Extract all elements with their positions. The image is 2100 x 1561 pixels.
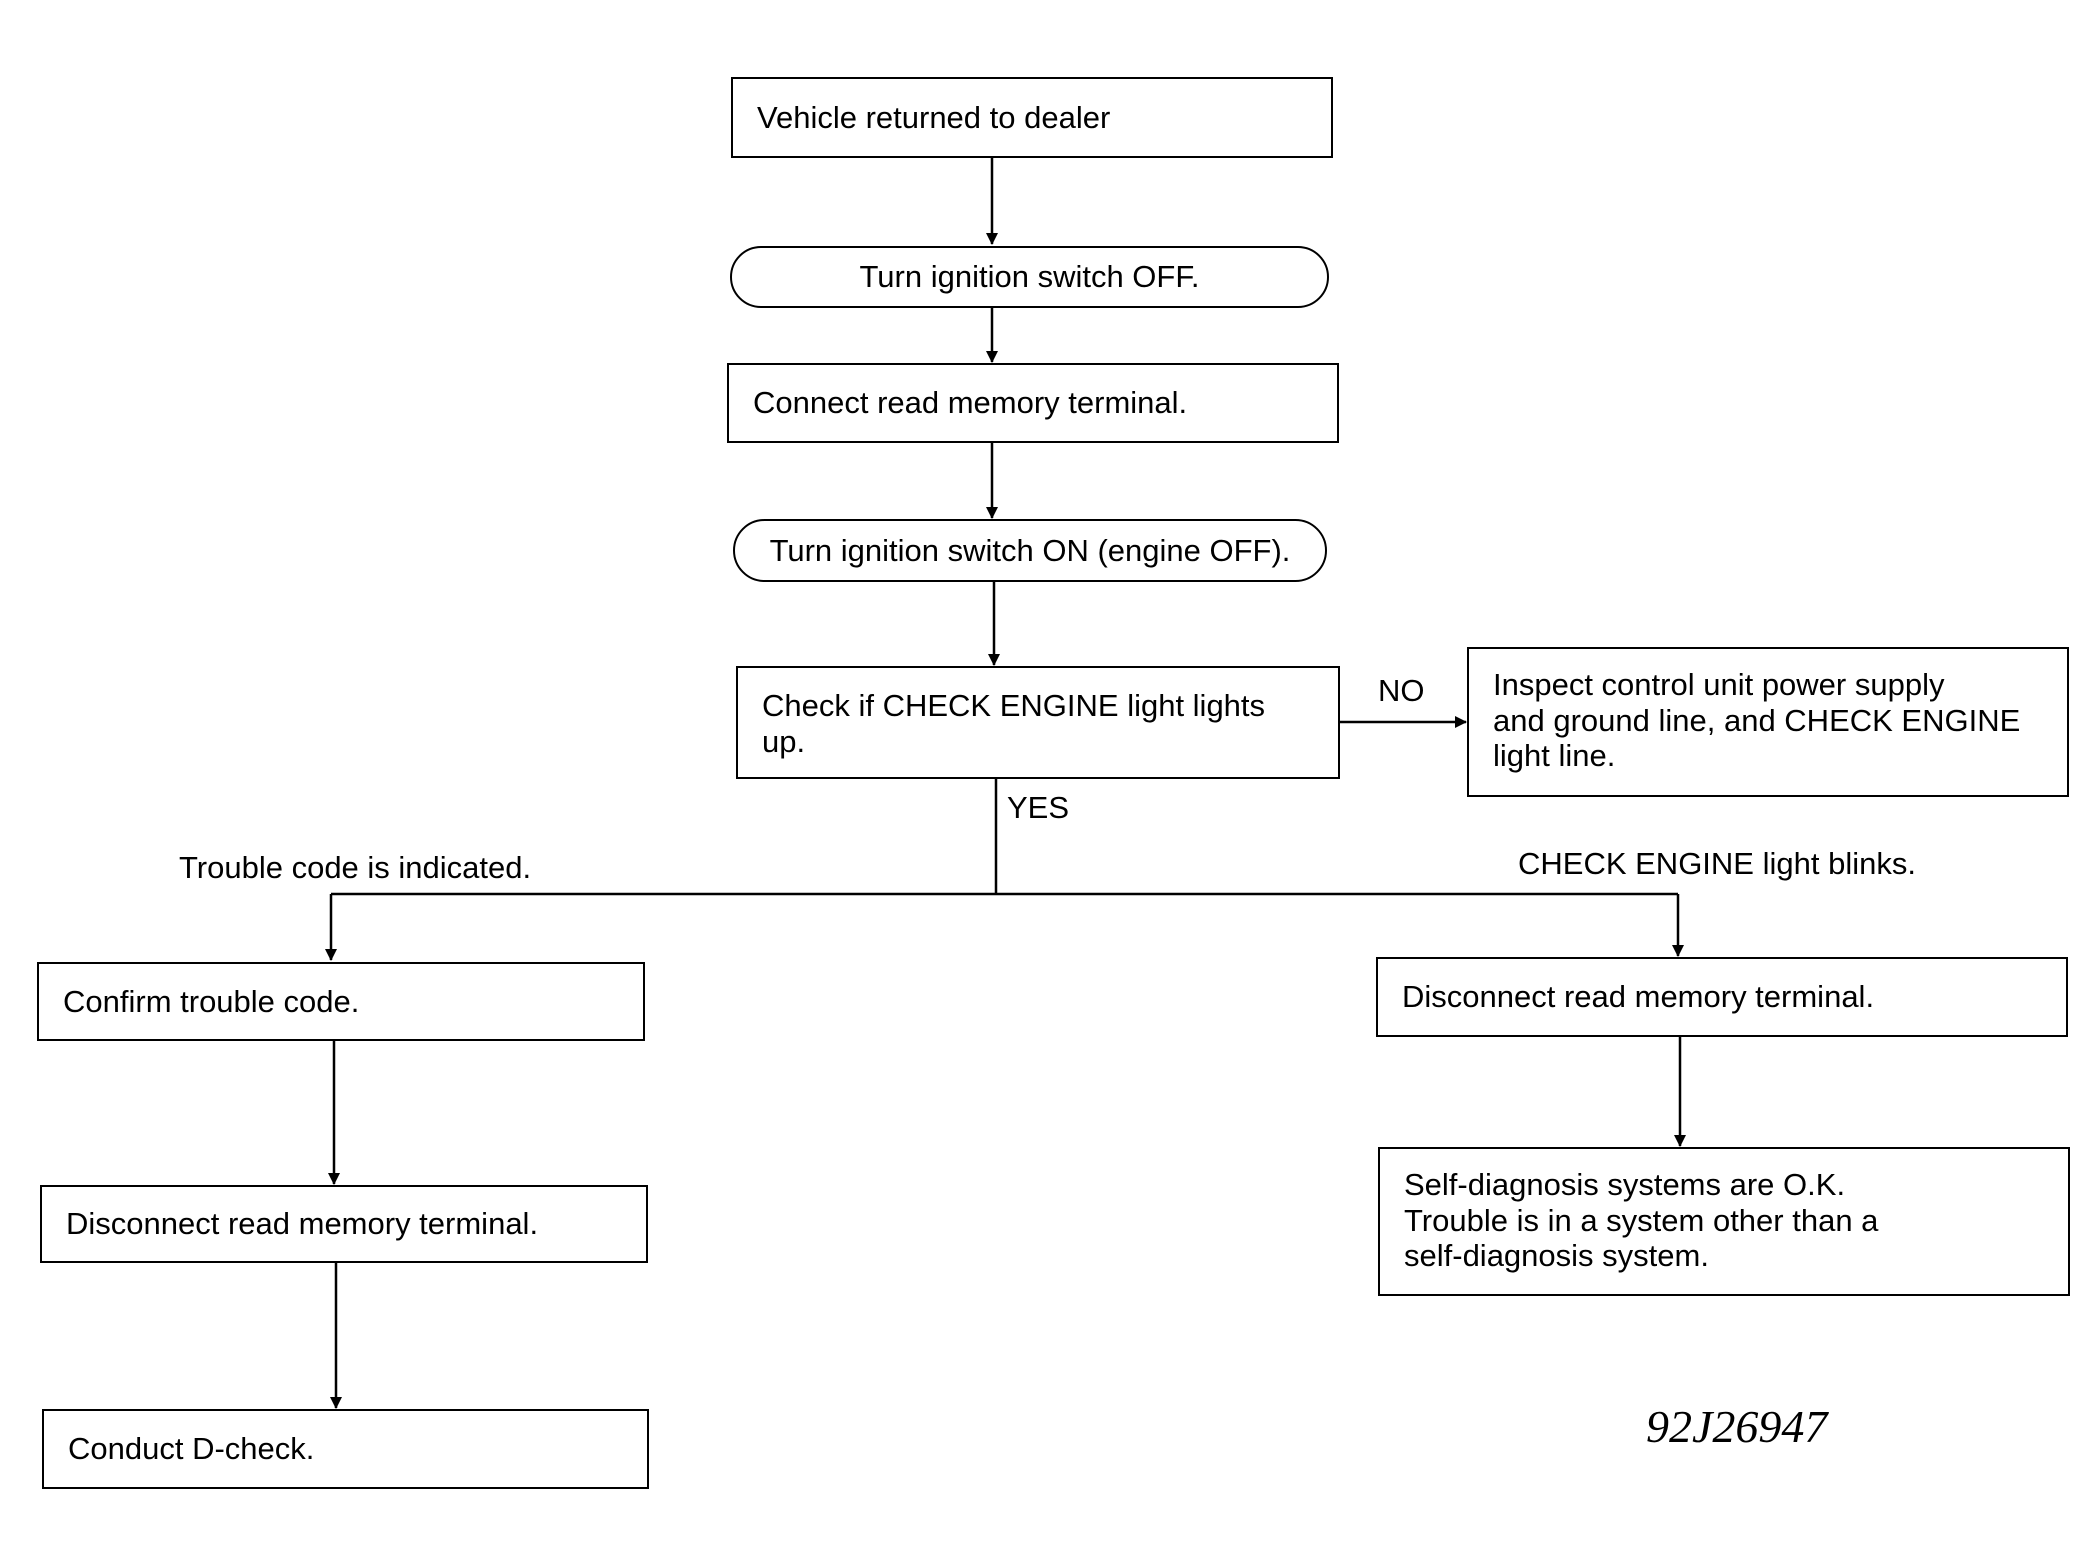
node-conduct-dcheck-text: Conduct D-check. bbox=[68, 1431, 315, 1467]
node-inspect-power-text: Inspect control unit power supply and gr… bbox=[1493, 667, 2021, 774]
node-check-light-text: Check if CHECK ENGINE light lights up. bbox=[762, 688, 1266, 759]
node-confirm-code: Confirm trouble code. bbox=[37, 962, 645, 1041]
node-inspect-power: Inspect control unit power supply and gr… bbox=[1467, 647, 2069, 797]
node-vehicle-returned-text: Vehicle returned to dealer bbox=[757, 99, 1111, 135]
node-ignition-on: Turn ignition switch ON (engine OFF). bbox=[733, 519, 1327, 582]
label-trouble-indicated: Trouble code is indicated. bbox=[179, 850, 532, 885]
node-self-diagnosis-ok-text: Self-diagnosis systems are O.K. Trouble … bbox=[1404, 1167, 1879, 1274]
node-vehicle-returned: Vehicle returned to dealer bbox=[731, 77, 1333, 158]
node-confirm-code-text: Confirm trouble code. bbox=[63, 983, 360, 1019]
node-ignition-off: Turn ignition switch OFF. bbox=[730, 246, 1329, 308]
node-ignition-on-text: Turn ignition switch ON (engine OFF). bbox=[769, 532, 1291, 568]
node-disconnect-left-text: Disconnect read memory terminal. bbox=[66, 1206, 539, 1242]
label-light-blinks: CHECK ENGINE light blinks. bbox=[1518, 846, 1916, 881]
node-disconnect-right: Disconnect read memory terminal. bbox=[1376, 957, 2068, 1037]
label-yes: YES bbox=[1007, 790, 1070, 825]
node-connect-terminal: Connect read memory terminal. bbox=[727, 363, 1339, 443]
label-no: NO bbox=[1378, 673, 1425, 708]
node-conduct-dcheck: Conduct D-check. bbox=[42, 1409, 649, 1489]
node-connect-terminal-text: Connect read memory terminal. bbox=[753, 385, 1188, 421]
node-disconnect-right-text: Disconnect read memory terminal. bbox=[1402, 979, 1875, 1015]
node-ignition-off-text: Turn ignition switch OFF. bbox=[859, 259, 1200, 295]
node-disconnect-left: Disconnect read memory terminal. bbox=[40, 1185, 648, 1263]
figure-id: 92J26947 bbox=[1646, 1401, 1828, 1452]
node-self-diagnosis-ok: Self-diagnosis systems are O.K. Trouble … bbox=[1378, 1147, 2070, 1296]
node-check-light: Check if CHECK ENGINE light lights up. bbox=[736, 666, 1340, 779]
